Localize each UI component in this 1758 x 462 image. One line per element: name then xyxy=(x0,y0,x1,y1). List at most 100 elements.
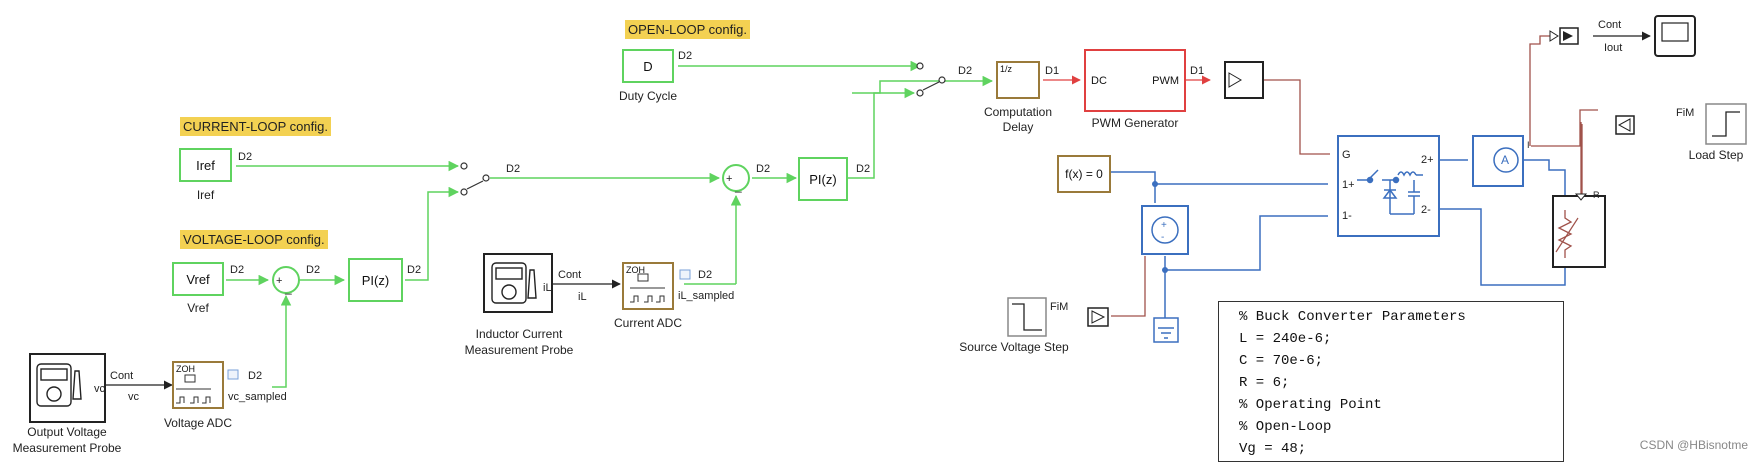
green-signal-lines xyxy=(226,60,994,388)
pwm-out-port-label: PWM xyxy=(1152,74,1179,87)
ammeter-port-i: I xyxy=(1527,140,1530,150)
svg-text:+: + xyxy=(1161,220,1167,231)
voltage-adc-block[interactable]: ZOH xyxy=(172,361,224,409)
signal-d2-sum-voltage: D2 xyxy=(306,264,321,276)
vref-label: Vref xyxy=(187,301,209,315)
inductor-probe-label-2: Measurement Probe xyxy=(464,343,574,357)
signal-cont-il: Cont xyxy=(558,269,582,281)
ammeter-block[interactable] xyxy=(1472,135,1524,187)
code-line: % Open-Loop xyxy=(1239,419,1332,435)
signal-iout: Iout xyxy=(1604,42,1623,54)
code-line: % Operating Point xyxy=(1239,397,1382,413)
current-adc-block[interactable]: ZOH xyxy=(622,262,674,310)
pwm-generator-block[interactable]: DC PWM xyxy=(1084,49,1186,112)
signal-d2-iref: D2 xyxy=(238,151,253,163)
buck-converter-block[interactable] xyxy=(1337,135,1440,237)
buck-port-2-plus: 2+ xyxy=(1421,154,1434,166)
source-step-block[interactable] xyxy=(1007,297,1047,337)
scope-block[interactable] xyxy=(1654,15,1696,57)
signal-vc: vc xyxy=(128,391,139,403)
load-step-block[interactable] xyxy=(1705,103,1747,145)
output-probe-label-2: Measurement Probe xyxy=(12,441,122,455)
signal-d1-delay: D1 xyxy=(1045,65,1060,77)
signal-d2-switch-top: D2 xyxy=(958,65,973,77)
mini-display-icons xyxy=(227,269,691,380)
variable-resistor-block[interactable] xyxy=(1552,193,1606,268)
buck-port-1-plus: 1+ xyxy=(1342,179,1355,191)
computation-delay-label-2: Delay xyxy=(1002,120,1034,134)
signal-d2-pi-voltage: D2 xyxy=(407,264,422,276)
voltage-adc-text: ZOH xyxy=(176,364,195,374)
duty-cycle-constant-block[interactable]: D xyxy=(622,49,674,83)
code-line: L = 240e-6; xyxy=(1239,331,1332,347)
duty-cycle-label: Duty Cycle xyxy=(618,89,677,103)
output-voltage-probe-block[interactable] xyxy=(29,353,106,423)
ammeter-letter: A xyxy=(1501,153,1510,167)
manual-switch-top[interactable] xyxy=(916,62,946,97)
black-signal-lines xyxy=(105,31,1651,390)
svg-text:-: - xyxy=(1161,232,1164,243)
current-adc-icon xyxy=(630,273,665,303)
svg-text:_: _ xyxy=(734,179,742,193)
controlled-voltage-source[interactable]: + - xyxy=(1141,205,1189,255)
signal-cont-iout: Cont xyxy=(1598,19,1622,31)
signal-il: iL xyxy=(578,291,587,303)
resistor-port-r: R xyxy=(1593,190,1600,200)
code-line: R = 6; xyxy=(1239,375,1290,391)
output-probe-port-label: vc xyxy=(94,383,105,395)
vref-text: Vref xyxy=(186,271,210,287)
from-tag-iout xyxy=(1549,27,1579,45)
goto-tag-pwm xyxy=(1224,61,1264,99)
manual-switch-middle[interactable] xyxy=(460,162,490,196)
voltage-adc-label: Voltage ADC xyxy=(163,416,233,430)
vref-constant-block[interactable]: Vref xyxy=(172,262,224,296)
signal-d2-pi-current: D2 xyxy=(856,163,871,175)
current-adc-text: ZOH xyxy=(626,265,645,275)
solver-config-block[interactable]: f(x) = 0 xyxy=(1057,155,1111,193)
voltage-loop-config-label: VOLTAGE-LOOP config. xyxy=(180,230,328,249)
svg-text:+: + xyxy=(276,275,282,287)
parameters-code-block[interactable]: % Buck Converter Parameters L = 240e-6; … xyxy=(1218,301,1564,462)
iref-constant-block[interactable]: Iref xyxy=(179,148,232,182)
inductor-probe-icon xyxy=(491,262,537,304)
signal-cont-vc: Cont xyxy=(110,370,134,382)
buck-port-2-minus: 2- xyxy=(1421,204,1431,216)
delay-text: 1/z xyxy=(1000,64,1013,74)
signal-d2-duty: D2 xyxy=(678,50,693,62)
open-loop-config-label: OPEN-LOOP config. xyxy=(625,20,750,39)
signal-fim-load: FiM xyxy=(1676,107,1695,119)
signal-d2-switch-middle: D2 xyxy=(506,163,521,175)
iref-text: Iref xyxy=(196,157,215,173)
signal-il-sampled: iL_sampled xyxy=(678,290,735,302)
inductor-current-probe-block[interactable] xyxy=(483,253,553,313)
code-line: % Buck Converter Parameters xyxy=(1239,309,1466,325)
load-step-label: Load Step xyxy=(1688,148,1744,162)
output-probe-label-1: Output Voltage xyxy=(27,425,107,439)
duty-cycle-text: D xyxy=(643,58,653,74)
sum-block-voltage: + _ xyxy=(272,266,300,295)
svg-text:_: _ xyxy=(284,281,292,295)
svg-text:+: + xyxy=(726,173,732,185)
goto-tag-load xyxy=(1615,115,1635,135)
pi-controller-voltage[interactable]: PI(z) xyxy=(348,258,403,302)
pi-voltage-text: PI(z) xyxy=(361,272,390,288)
inductor-probe-label-1: Inductor Current xyxy=(475,327,563,341)
code-line: Vg = 48; xyxy=(1239,441,1307,457)
sum-block-current: + _ xyxy=(722,164,750,193)
pwm-in-port-label: DC xyxy=(1091,74,1107,87)
pi-controller-current[interactable]: PI(z) xyxy=(798,157,848,201)
code-line: C = 70e-6; xyxy=(1239,353,1324,369)
signal-d2-vref: D2 xyxy=(230,264,245,276)
signal-d2-sum-current: D2 xyxy=(756,163,771,175)
pwm-generator-label: PWM Generator xyxy=(1091,116,1179,130)
signal-d2-current-adc: D2 xyxy=(698,269,713,281)
current-loop-config-label: CURRENT-LOOP config. xyxy=(180,117,331,136)
buck-port-g: G xyxy=(1342,149,1351,161)
watermark: CSDN @HBisnotme xyxy=(1639,438,1748,452)
signal-fim-source: FiM xyxy=(1050,301,1069,313)
signal-d2-voltage-adc: D2 xyxy=(248,370,263,382)
computation-delay-block[interactable]: 1/z xyxy=(996,61,1040,99)
output-probe-icon xyxy=(36,363,82,407)
pi-current-text: PI(z) xyxy=(809,171,837,187)
